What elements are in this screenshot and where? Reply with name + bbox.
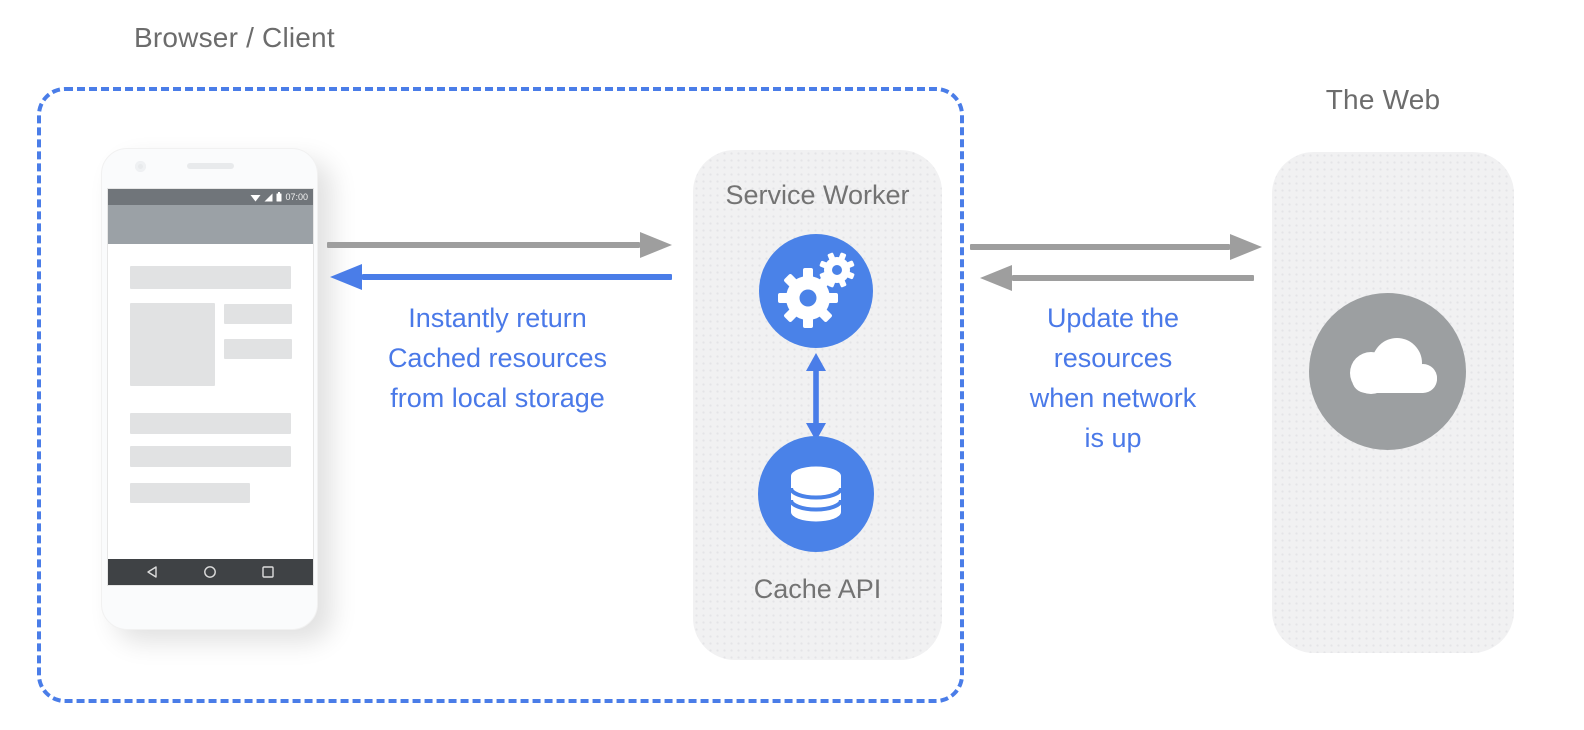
content-placeholder (224, 339, 292, 359)
request-arrow-head (640, 232, 672, 258)
recents-icon (262, 566, 274, 578)
gears-icon (778, 252, 855, 328)
network-request-arrow-line (970, 244, 1230, 250)
caption-line: Cached resources (387, 343, 608, 373)
back-icon (147, 566, 157, 578)
caption-line: is up (1084, 423, 1142, 453)
cache-api-label: Cache API (753, 574, 882, 604)
phone-camera-icon (135, 161, 146, 172)
signal-icon (264, 193, 273, 201)
the-web-panel (1272, 152, 1514, 653)
network-update-caption: Update the resources when network is up (998, 298, 1228, 458)
service-worker-panel: Service Worker (693, 150, 942, 660)
web-cloud-badge (1309, 293, 1466, 450)
content-placeholder (130, 483, 250, 503)
battery-icon (276, 192, 282, 202)
network-request-arrow-head (1230, 234, 1262, 260)
content-placeholder (130, 266, 291, 289)
phone-nav-bar (108, 559, 313, 585)
network-response-arrow-head (980, 265, 1012, 291)
phone-mockup: 07:00 (101, 148, 318, 630)
content-placeholder (130, 446, 291, 467)
phone-app-bar (108, 205, 313, 244)
cached-response-arrow-line (362, 274, 672, 280)
network-response-arrow-line (1012, 275, 1254, 281)
content-placeholder (224, 304, 292, 324)
phone-speaker (187, 163, 234, 169)
content-placeholder (130, 303, 215, 386)
cache-api-badge (758, 436, 874, 552)
caption-line: from local storage (390, 383, 605, 413)
bidirectional-arrow (806, 353, 826, 441)
caption-line: resources (1053, 343, 1173, 373)
phone-content (108, 244, 313, 559)
cache-return-caption: Instantly return Cached resources from l… (375, 298, 620, 418)
request-arrow-line (327, 242, 640, 248)
content-placeholder (130, 413, 291, 434)
status-time: 07:00 (285, 191, 308, 202)
home-icon (203, 566, 216, 578)
cloud-icon (1350, 338, 1437, 394)
wifi-icon (250, 194, 261, 201)
caption-line: when network (1029, 383, 1197, 413)
caption-line: Instantly return (408, 303, 587, 333)
phone-screen: 07:00 (107, 188, 314, 586)
service-worker-gear-badge (759, 234, 873, 348)
phone-status-bar: 07:00 (108, 189, 313, 205)
browser-client-label: Browser / Client (134, 22, 335, 53)
service-worker-title: Service Worker (725, 180, 910, 210)
browser-client-boundary (37, 87, 964, 703)
cached-response-arrow-head (330, 264, 362, 290)
database-icon (789, 466, 843, 522)
caption-line: Update the (1046, 303, 1180, 333)
the-web-label: The Web (1325, 84, 1441, 115)
